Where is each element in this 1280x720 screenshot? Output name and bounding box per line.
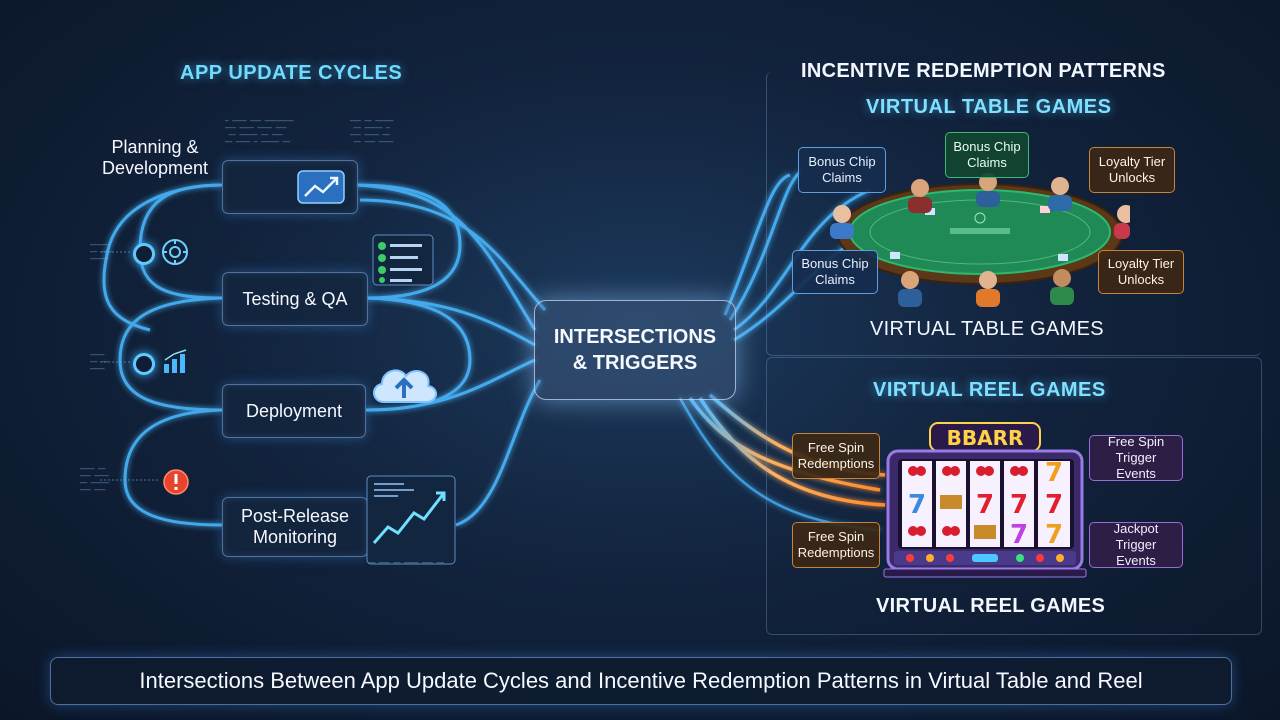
code-snippet-decoration: ──── ── ── ──── <box>90 352 109 373</box>
planning-line2: Development <box>101 158 209 178</box>
cloud-upload-icon <box>373 369 437 403</box>
tag-line: Redemptions <box>797 456 875 471</box>
planning-development-box[interactable] <box>222 160 358 214</box>
svg-text:7: 7 <box>1010 490 1028 520</box>
bar-chart-icon <box>164 349 187 373</box>
code-snippet-decoration: ───── ── ─── ───── <box>90 242 112 263</box>
tag-line: Free Spin <box>1107 434 1165 449</box>
deployment-box[interactable]: Deployment <box>222 384 366 438</box>
footer-title: Intersections Between App Update Cycles … <box>139 668 1143 693</box>
svg-text:7: 7 <box>1010 520 1028 550</box>
svg-text:7: 7 <box>908 490 926 520</box>
svg-text:7: 7 <box>1045 458 1063 488</box>
virtual-reel-games-bottom-title: VIRTUAL REEL GAMES <box>876 595 1106 617</box>
hub-line1: INTERSECTIONS <box>553 326 717 348</box>
planning-line1: Planning & <box>111 137 199 157</box>
code-snippet-decoration: ──── ── ─── ──── ── ───── ─── ─── <box>80 466 109 494</box>
tag-line: Free Spin <box>807 440 865 455</box>
svg-text:7: 7 <box>1045 520 1063 550</box>
post-release-line1: Post-Release <box>240 506 350 526</box>
tag-line: Claims <box>815 272 855 287</box>
tag-line: Jackpot <box>1113 521 1159 536</box>
svg-text:7: 7 <box>1045 490 1063 520</box>
gear-cycle-icon <box>162 239 188 265</box>
slot-machine-sign: BBARR <box>946 426 1024 450</box>
alert-icon <box>163 469 189 495</box>
post-release-monitoring-box[interactable]: Post-Release Monitoring <box>222 497 368 557</box>
virtual-reel-games-title: VIRTUAL REEL GAMES <box>873 379 1106 401</box>
app-update-cycles-heading: APP UPDATE CYCLES <box>180 62 403 84</box>
tag-line: Bonus Chip <box>801 256 869 271</box>
code-snippet-decoration: ─── ── ───── ── ───── ─ ─── ──── ── ── ─… <box>350 118 394 146</box>
footer-title-bar: Intersections Between App Update Cycles … <box>50 657 1232 705</box>
tag-line: Free Spin <box>807 529 865 544</box>
code-snippet-decoration: ── ─── ── ──── ─── ── <box>368 560 444 567</box>
code-snippet-decoration: ─ ──── ─── ──────── ─── ──── ──── ─── ──… <box>225 118 294 146</box>
tag-line: Bonus Chip <box>808 154 876 169</box>
hub-line2: & TRIGGERS <box>572 352 698 374</box>
tag-line: Claims <box>967 155 1007 170</box>
planning-development-label: Planning & Development <box>92 137 218 179</box>
chart-up-icon <box>297 170 345 204</box>
testing-qa-label: Testing & QA <box>242 288 348 309</box>
trend-chart-icon <box>366 475 456 565</box>
tag-line: Unlocks <box>1108 170 1156 185</box>
table-games-panel <box>766 72 1261 356</box>
tag-line: Unlocks <box>1117 272 1165 287</box>
intersections-triggers-hub[interactable]: INTERSECTIONS & TRIGGERS <box>534 300 736 400</box>
post-release-line2: Monitoring <box>252 527 338 547</box>
virtual-table-games-title: VIRTUAL TABLE GAMES <box>866 96 1112 118</box>
tag-line: Trigger Events <box>1115 450 1157 481</box>
poker-table-illustration <box>830 173 1130 307</box>
tag-line: Redemptions <box>797 545 875 560</box>
tag-line: Claims <box>822 170 862 185</box>
checklist-icon <box>372 234 434 286</box>
cycle-node <box>133 243 155 265</box>
cycle-node <box>133 353 155 375</box>
slot-machine-illustration: 7 7 7 7 7 7 7 <box>883 422 1087 578</box>
svg-text:7: 7 <box>976 490 994 520</box>
tag-line: Loyalty Tier <box>1098 154 1166 169</box>
tag-line: Bonus Chip <box>953 139 1021 154</box>
incentive-redemption-heading: INCENTIVE REDEMPTION PATTERNS <box>801 60 1166 82</box>
virtual-table-games-bottom-title: VIRTUAL TABLE GAMES <box>870 318 1104 340</box>
reel-games-panel <box>766 357 1262 635</box>
tag-line: Loyalty Tier <box>1107 256 1175 271</box>
tag-line: Trigger Events <box>1115 537 1157 568</box>
testing-qa-box[interactable]: Testing & QA <box>222 272 368 326</box>
deployment-label: Deployment <box>245 400 343 421</box>
